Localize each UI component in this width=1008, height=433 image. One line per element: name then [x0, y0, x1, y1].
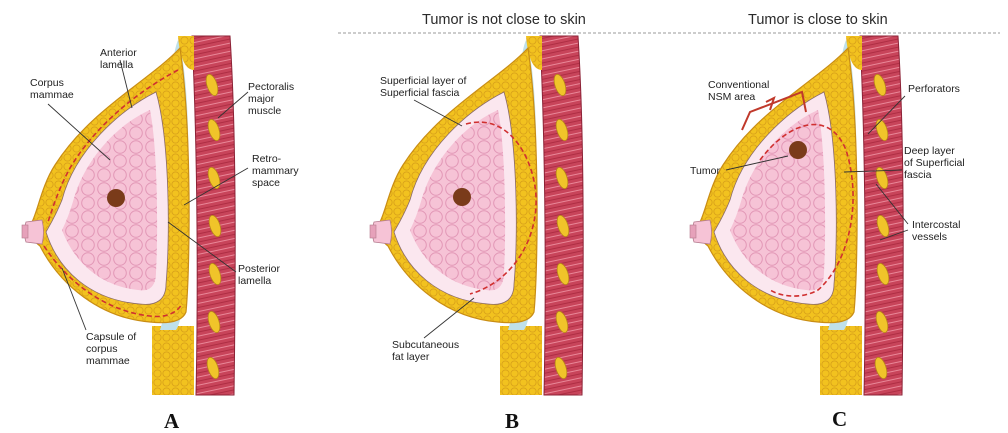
label-corpus-2: mammae [30, 89, 74, 101]
label-nsm-1: Conventional [708, 79, 769, 91]
tumor-marker-b [453, 188, 471, 206]
label-retro-3: space [252, 177, 280, 189]
panel-a: Anterior lamella Corpus mammae Pectorali… [22, 36, 299, 433]
label-corpus-1: Corpus [30, 77, 64, 89]
label-pectoralis-2: major [248, 93, 275, 105]
tumor-marker-c [789, 141, 807, 159]
label-posterior-1: Posterior [238, 263, 281, 275]
label-deep-3: fascia [904, 169, 932, 181]
label-capsule-2: corpus [86, 343, 118, 355]
label-posterior-2: lamella [238, 275, 271, 287]
panel-c: Tumor is close to skin Conventional NSM … [690, 12, 965, 431]
label-pectoralis-3: muscle [248, 105, 281, 117]
label-perforators: Perforators [908, 83, 960, 95]
tumor-marker-a [107, 189, 125, 207]
panel-letter-a: A [164, 409, 180, 433]
label-capsule-1: Capsule of [86, 331, 136, 343]
panel-letter-b: B [505, 409, 519, 433]
label-pectoralis-1: Pectoralis [248, 81, 294, 93]
label-intercostal-2: vessels [912, 231, 947, 243]
label-anterior-2: lamella [100, 59, 133, 71]
label-superficial-1: Superficial layer of [380, 75, 466, 87]
panel-b: Tumor is not close to skin Superficial l… [370, 12, 586, 433]
panel-letter-c: C [832, 407, 847, 431]
label-retro-1: Retro- [252, 153, 282, 165]
header-c: Tumor is close to skin [748, 12, 888, 28]
label-capsule-3: mammae [86, 355, 130, 367]
label-deep-2: of Superficial [904, 157, 965, 169]
label-intercostal-1: Intercostal [912, 219, 960, 231]
label-subcut-1: Subcutaneous [392, 339, 459, 351]
label-nsm-2: NSM area [708, 91, 755, 103]
label-superficial-2: Superficial fascia [380, 87, 460, 99]
label-deep-1: Deep layer [904, 145, 955, 157]
label-retro-2: mammary [252, 165, 299, 177]
header-b: Tumor is not close to skin [422, 12, 586, 28]
label-subcut-2: fat layer [392, 351, 430, 363]
label-anterior-1: Anterior [100, 47, 137, 59]
label-tumor: Tumor [690, 165, 720, 177]
